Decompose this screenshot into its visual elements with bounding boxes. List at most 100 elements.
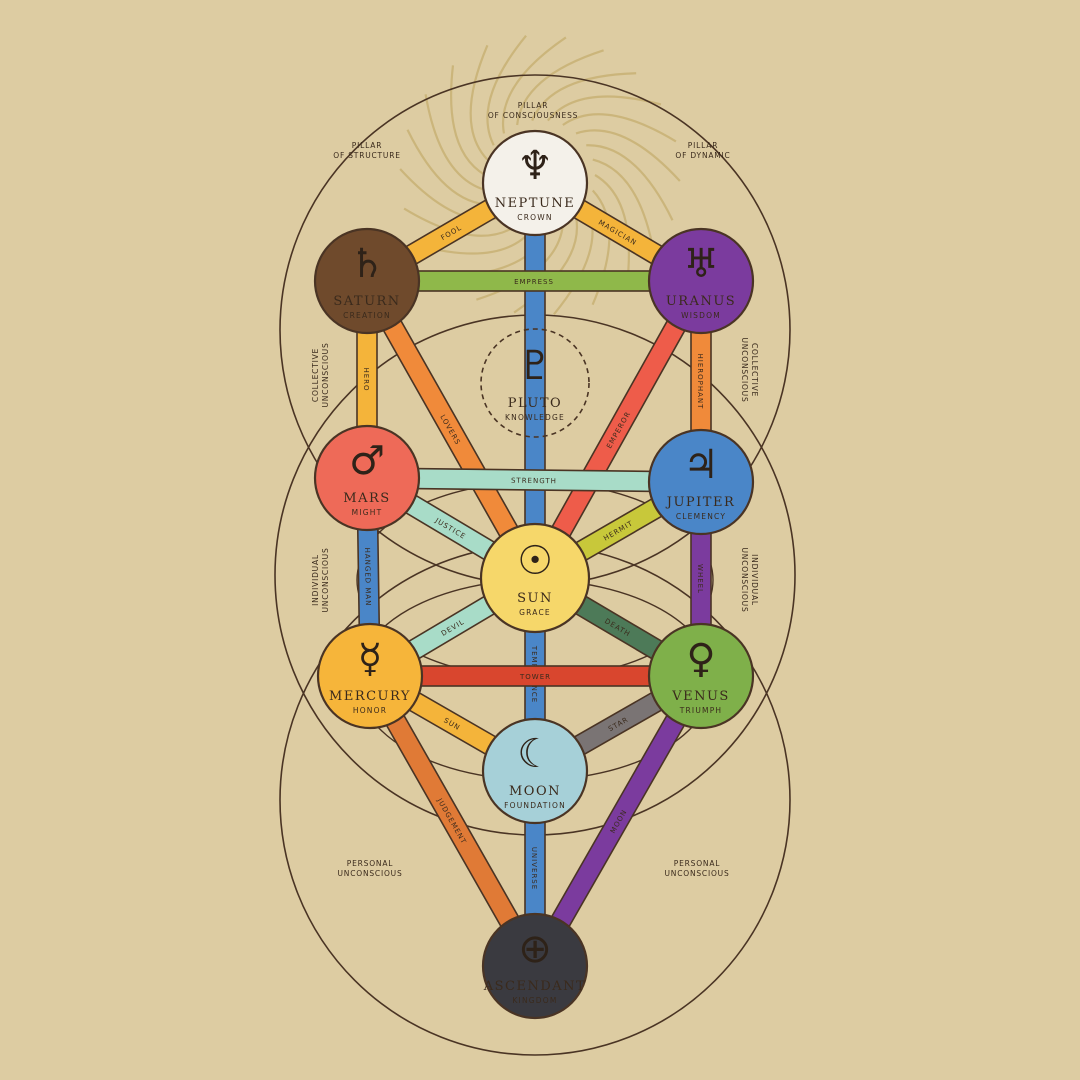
pillar-structure-label-line: OF STRUCTURE bbox=[333, 151, 401, 160]
node-circle bbox=[481, 717, 589, 825]
collective-left-label-line: UNCONSCIOUS bbox=[321, 342, 330, 407]
node-subtitle: HONOR bbox=[353, 706, 387, 715]
swirl-stroke bbox=[516, 49, 604, 126]
uranus-symbol-icon: ♅ bbox=[683, 241, 719, 287]
node-circle bbox=[647, 227, 755, 335]
personal-left-label-line: PERSONAL bbox=[347, 859, 393, 868]
collective-left-label-line: COLLECTIVE bbox=[311, 348, 320, 402]
node-name: URANUS bbox=[666, 294, 736, 309]
swirl-stroke bbox=[403, 207, 518, 237]
path-label: HIEROPHANT bbox=[696, 354, 704, 410]
pillar-dynamic-label-line: OF DYNAMIC bbox=[675, 151, 730, 160]
pluto-symbol-icon: ♇ bbox=[517, 343, 553, 389]
mars-symbol-icon: ♂ bbox=[349, 438, 385, 484]
individual-right-label-line: UNCONSCIOUS bbox=[740, 547, 749, 612]
node-name: JUPITER bbox=[665, 495, 736, 510]
node-name: PLUTO bbox=[508, 396, 562, 411]
node-circle bbox=[313, 424, 421, 532]
path-label: WHEEL bbox=[696, 564, 704, 594]
personal-right-label-line: PERSONAL bbox=[674, 859, 720, 868]
node-subtitle: CLEMENCY bbox=[676, 512, 726, 521]
node-subtitle: MIGHT bbox=[352, 508, 383, 517]
node-name: MARS bbox=[343, 491, 390, 506]
swirl-stroke bbox=[546, 95, 662, 122]
swirl-stroke bbox=[450, 65, 486, 176]
node-name: NEPTUNE bbox=[495, 196, 576, 211]
node-uranus: ♅ URANUS WISDOM bbox=[647, 227, 755, 335]
individual-left-label-line: INDIVIDUAL bbox=[311, 554, 320, 606]
node-subtitle: WISDOM bbox=[681, 311, 721, 320]
swirl-stroke bbox=[531, 72, 637, 121]
node-sun: ☉ SUN GRACE bbox=[479, 522, 591, 634]
swirl-stroke bbox=[501, 36, 567, 134]
path-label: HANGED MAN bbox=[363, 548, 372, 607]
personal-right-label-line: UNCONSCIOUS bbox=[664, 869, 729, 878]
swirl-stroke bbox=[586, 144, 674, 221]
individual-left-label-line: UNCONSCIOUS bbox=[321, 547, 330, 612]
path-label: UNIVERSE bbox=[530, 847, 538, 890]
node-subtitle: KINGDOM bbox=[512, 996, 557, 1005]
node-name: ASCENDANT bbox=[483, 979, 586, 994]
path-label: HERO bbox=[362, 367, 370, 391]
node-name: SATURN bbox=[333, 294, 400, 309]
path-label: TOWER bbox=[519, 673, 551, 681]
node-moon: ☾ MOON FOUNDATION bbox=[481, 717, 589, 825]
swirl-stroke bbox=[486, 34, 527, 146]
swirl-stroke bbox=[575, 129, 681, 182]
pillar-consciousness-label-line: PILLAR bbox=[518, 101, 548, 110]
swirl-stroke bbox=[562, 113, 677, 143]
mercury-symbol-icon: ☿ bbox=[358, 636, 383, 682]
node-subtitle: GRACE bbox=[519, 608, 551, 617]
swirl-stroke bbox=[406, 129, 494, 206]
moon-symbol-icon: ☾ bbox=[517, 731, 553, 777]
ascendant-symbol-icon: ⊕ bbox=[518, 926, 552, 972]
node-name: VENUS bbox=[671, 689, 730, 704]
node-circle bbox=[647, 428, 755, 536]
node-circle bbox=[316, 622, 424, 730]
node-circle bbox=[313, 227, 421, 335]
jupiter-symbol-icon: ♃ bbox=[683, 442, 719, 488]
path-label: STRENGTH bbox=[511, 477, 557, 486]
node-circle bbox=[479, 522, 591, 634]
node-circle bbox=[481, 912, 589, 1020]
saturn-symbol-icon: ♄ bbox=[349, 241, 385, 287]
collective-right-label-line: UNCONSCIOUS bbox=[740, 337, 749, 402]
sephirot-nodes: ♆ NEPTUNE CROWN ♄ SATURN CREATION ♅ URANUS WISDO… bbox=[313, 129, 755, 1020]
node-jupiter: ♃ JUPITER CLEMENCY bbox=[647, 428, 755, 536]
pillar-dynamic-label-line: PILLAR bbox=[688, 141, 718, 150]
node-ascendant: ⊕ ASCENDANT KINGDOM bbox=[481, 912, 589, 1020]
sun-symbol-icon: ☉ bbox=[517, 538, 553, 584]
node-name: MERCURY bbox=[329, 689, 411, 704]
pillar-consciousness-label-line: OF CONSCIOUSNESS bbox=[488, 111, 578, 120]
node-name: MOON bbox=[509, 784, 561, 799]
node-subtitle: CREATION bbox=[343, 311, 391, 320]
node-subtitle: FOUNDATION bbox=[504, 801, 566, 810]
venus-symbol-icon: ♀ bbox=[686, 636, 715, 682]
node-subtitle: KNOWLEDGE bbox=[505, 413, 565, 422]
node-mars: ♂ MARS MIGHT bbox=[313, 424, 421, 532]
node-name: SUN bbox=[517, 591, 553, 606]
individual-right-label-line: INDIVIDUAL bbox=[750, 554, 759, 606]
path-label: EMPRESS bbox=[514, 278, 554, 286]
swirl-stroke bbox=[594, 174, 630, 285]
node-neptune: ♆ NEPTUNE CROWN bbox=[481, 129, 589, 237]
swirl-stroke bbox=[424, 94, 488, 192]
neptune-symbol-icon: ♆ bbox=[517, 143, 553, 189]
collective-right-label-line: COLLECTIVE bbox=[750, 343, 759, 397]
node-venus: ♀ VENUS TRIUMPH bbox=[647, 622, 755, 730]
pillar-structure-label-line: PILLAR bbox=[352, 141, 382, 150]
node-subtitle: TRIUMPH bbox=[679, 706, 723, 715]
node-pluto: ♇ PLUTO KNOWLEDGE bbox=[480, 328, 590, 438]
node-subtitle: CROWN bbox=[517, 213, 552, 222]
node-circle bbox=[647, 622, 755, 730]
